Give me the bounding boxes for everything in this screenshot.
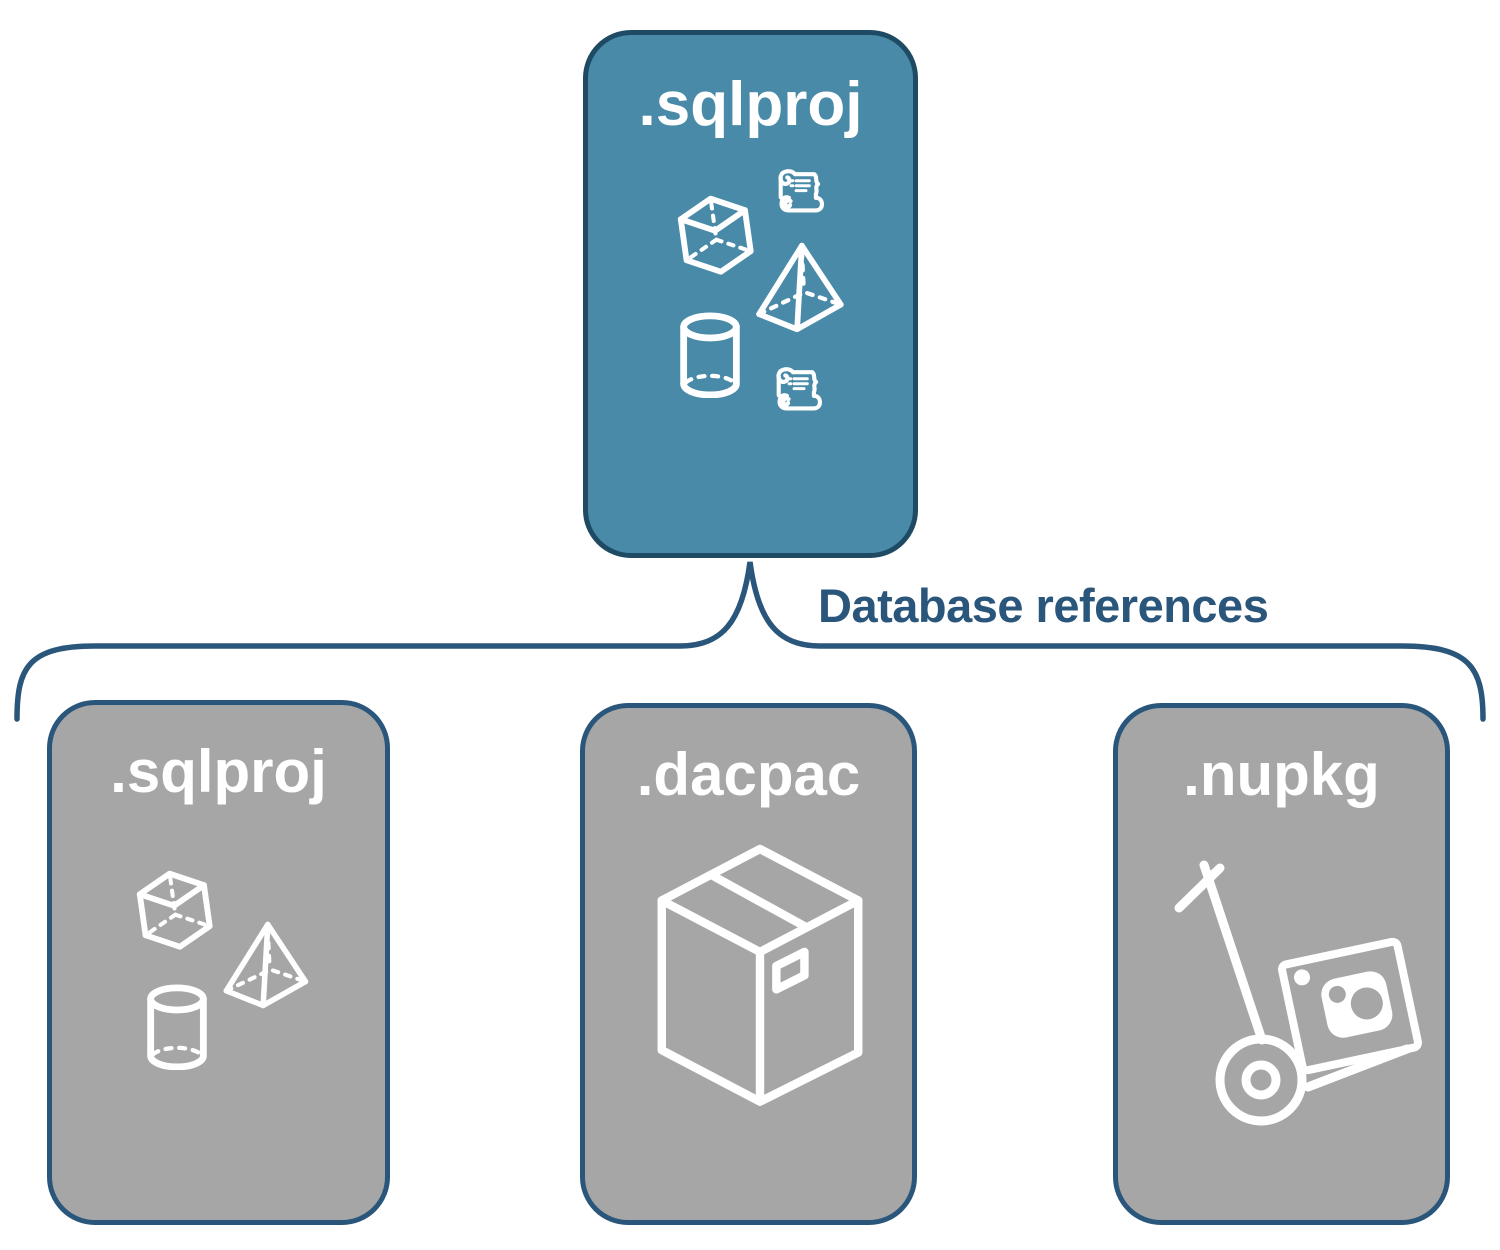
hand-truck-nuget-icon	[1170, 858, 1450, 1138]
cylinder-icon	[143, 984, 211, 1070]
brace-connector	[14, 561, 1486, 722]
scroll-icon	[771, 365, 826, 420]
nupkg-card-title: .nupkg	[1183, 741, 1380, 808]
nupkg-reference-card: .nupkg	[1113, 703, 1450, 1225]
dacpac-card-title: .dacpac	[636, 741, 861, 808]
package-box-icon	[643, 842, 877, 1125]
pyramid-icon	[213, 919, 317, 1011]
pyramid-icon	[746, 240, 852, 335]
cube-icon	[124, 861, 226, 963]
dacpac-reference-card: .dacpac	[580, 703, 917, 1225]
cylinder-icon	[676, 312, 744, 398]
top-sqlproj-card: .sqlproj	[583, 30, 918, 558]
sqlproj-reference-card: .sqlproj	[47, 700, 390, 1225]
sqlproj-card-title: .sqlproj	[110, 738, 327, 805]
connector-label: Database references	[818, 579, 1269, 632]
top-card-title: .sqlproj	[638, 70, 863, 139]
scroll-icon	[773, 167, 828, 222]
